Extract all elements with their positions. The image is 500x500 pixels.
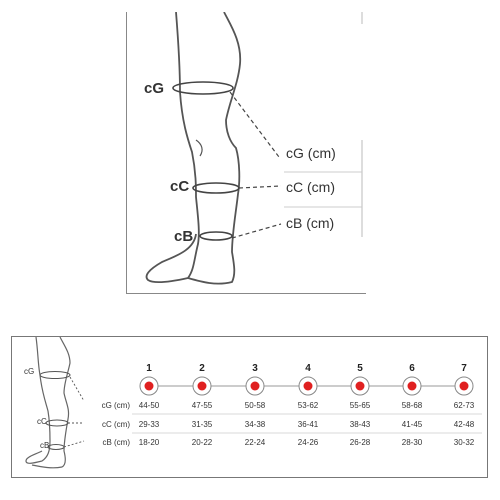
size-chart-panel: cG cC cB cG (cm) cC (cm) cB (cm) 1 2 3 4… <box>11 336 488 478</box>
size-marker-3 <box>245 376 265 396</box>
size-marker-7 <box>454 376 474 396</box>
cell-cb-2: 20-22 <box>191 438 213 447</box>
cell-cb-1: 18-20 <box>138 438 160 447</box>
cell-cc-3: 34-38 <box>244 420 266 429</box>
row-label-cg: cG (cm) <box>101 401 130 410</box>
cell-cg-3: 50-58 <box>244 401 266 410</box>
cg-measure-label: cG (cm) <box>286 145 336 161</box>
cell-cg-1: 44-50 <box>138 401 160 410</box>
small-cc-label: cC <box>37 417 47 426</box>
cell-cg-7: 62-73 <box>453 401 475 410</box>
size-marker-5 <box>350 376 370 396</box>
row-label-cb: cB (cm) <box>102 438 130 447</box>
cell-cc-6: 41-45 <box>401 420 423 429</box>
cell-cg-4: 53-62 <box>297 401 319 410</box>
size-marker-6 <box>402 376 422 396</box>
cg-marker-label: cG <box>144 80 165 97</box>
small-cb-label: cB <box>40 441 50 450</box>
cell-cc-4: 36-41 <box>297 420 319 429</box>
cc-measure-label: cC (cm) <box>286 179 335 195</box>
cb-measure-label: cB (cm) <box>286 215 335 231</box>
size-number-6: 6 <box>409 363 415 374</box>
small-leg-graphic <box>25 337 85 469</box>
size-number-7: 7 <box>461 363 467 374</box>
cell-cc-7: 42-48 <box>453 420 475 429</box>
cell-cg-2: 47-55 <box>191 401 213 410</box>
leg-outline-graphic <box>126 11 366 294</box>
size-number-5: 5 <box>357 363 363 374</box>
size-marker-1 <box>139 376 159 396</box>
cc-marker-label: cC <box>170 178 190 195</box>
cell-cc-2: 31-35 <box>191 420 213 429</box>
cell-cb-6: 28-30 <box>401 438 423 447</box>
cell-cb-7: 30-32 <box>453 438 475 447</box>
size-number-1: 1 <box>146 363 152 374</box>
small-cg-label: cG <box>24 367 35 376</box>
size-marker-4 <box>298 376 318 396</box>
cell-cc-5: 38-43 <box>349 420 371 429</box>
cell-cg-6: 58-68 <box>401 401 423 410</box>
leg-measurement-diagram: cG cC cB cG (cm) cC (cm) cB (cm) <box>126 11 366 294</box>
size-scale-graphic <box>132 376 482 434</box>
cell-cg-5: 55-65 <box>349 401 371 410</box>
cell-cb-4: 24-26 <box>297 438 319 447</box>
cell-cc-1: 29-33 <box>138 420 160 429</box>
cell-cb-5: 26-28 <box>349 438 371 447</box>
cb-marker-label: cB <box>174 228 194 245</box>
size-number-2: 2 <box>199 363 205 374</box>
cell-cb-3: 22-24 <box>244 438 266 447</box>
size-number-4: 4 <box>305 363 311 374</box>
size-number-3: 3 <box>252 363 258 374</box>
row-label-cc: cC (cm) <box>102 420 130 429</box>
size-marker-2 <box>192 376 212 396</box>
